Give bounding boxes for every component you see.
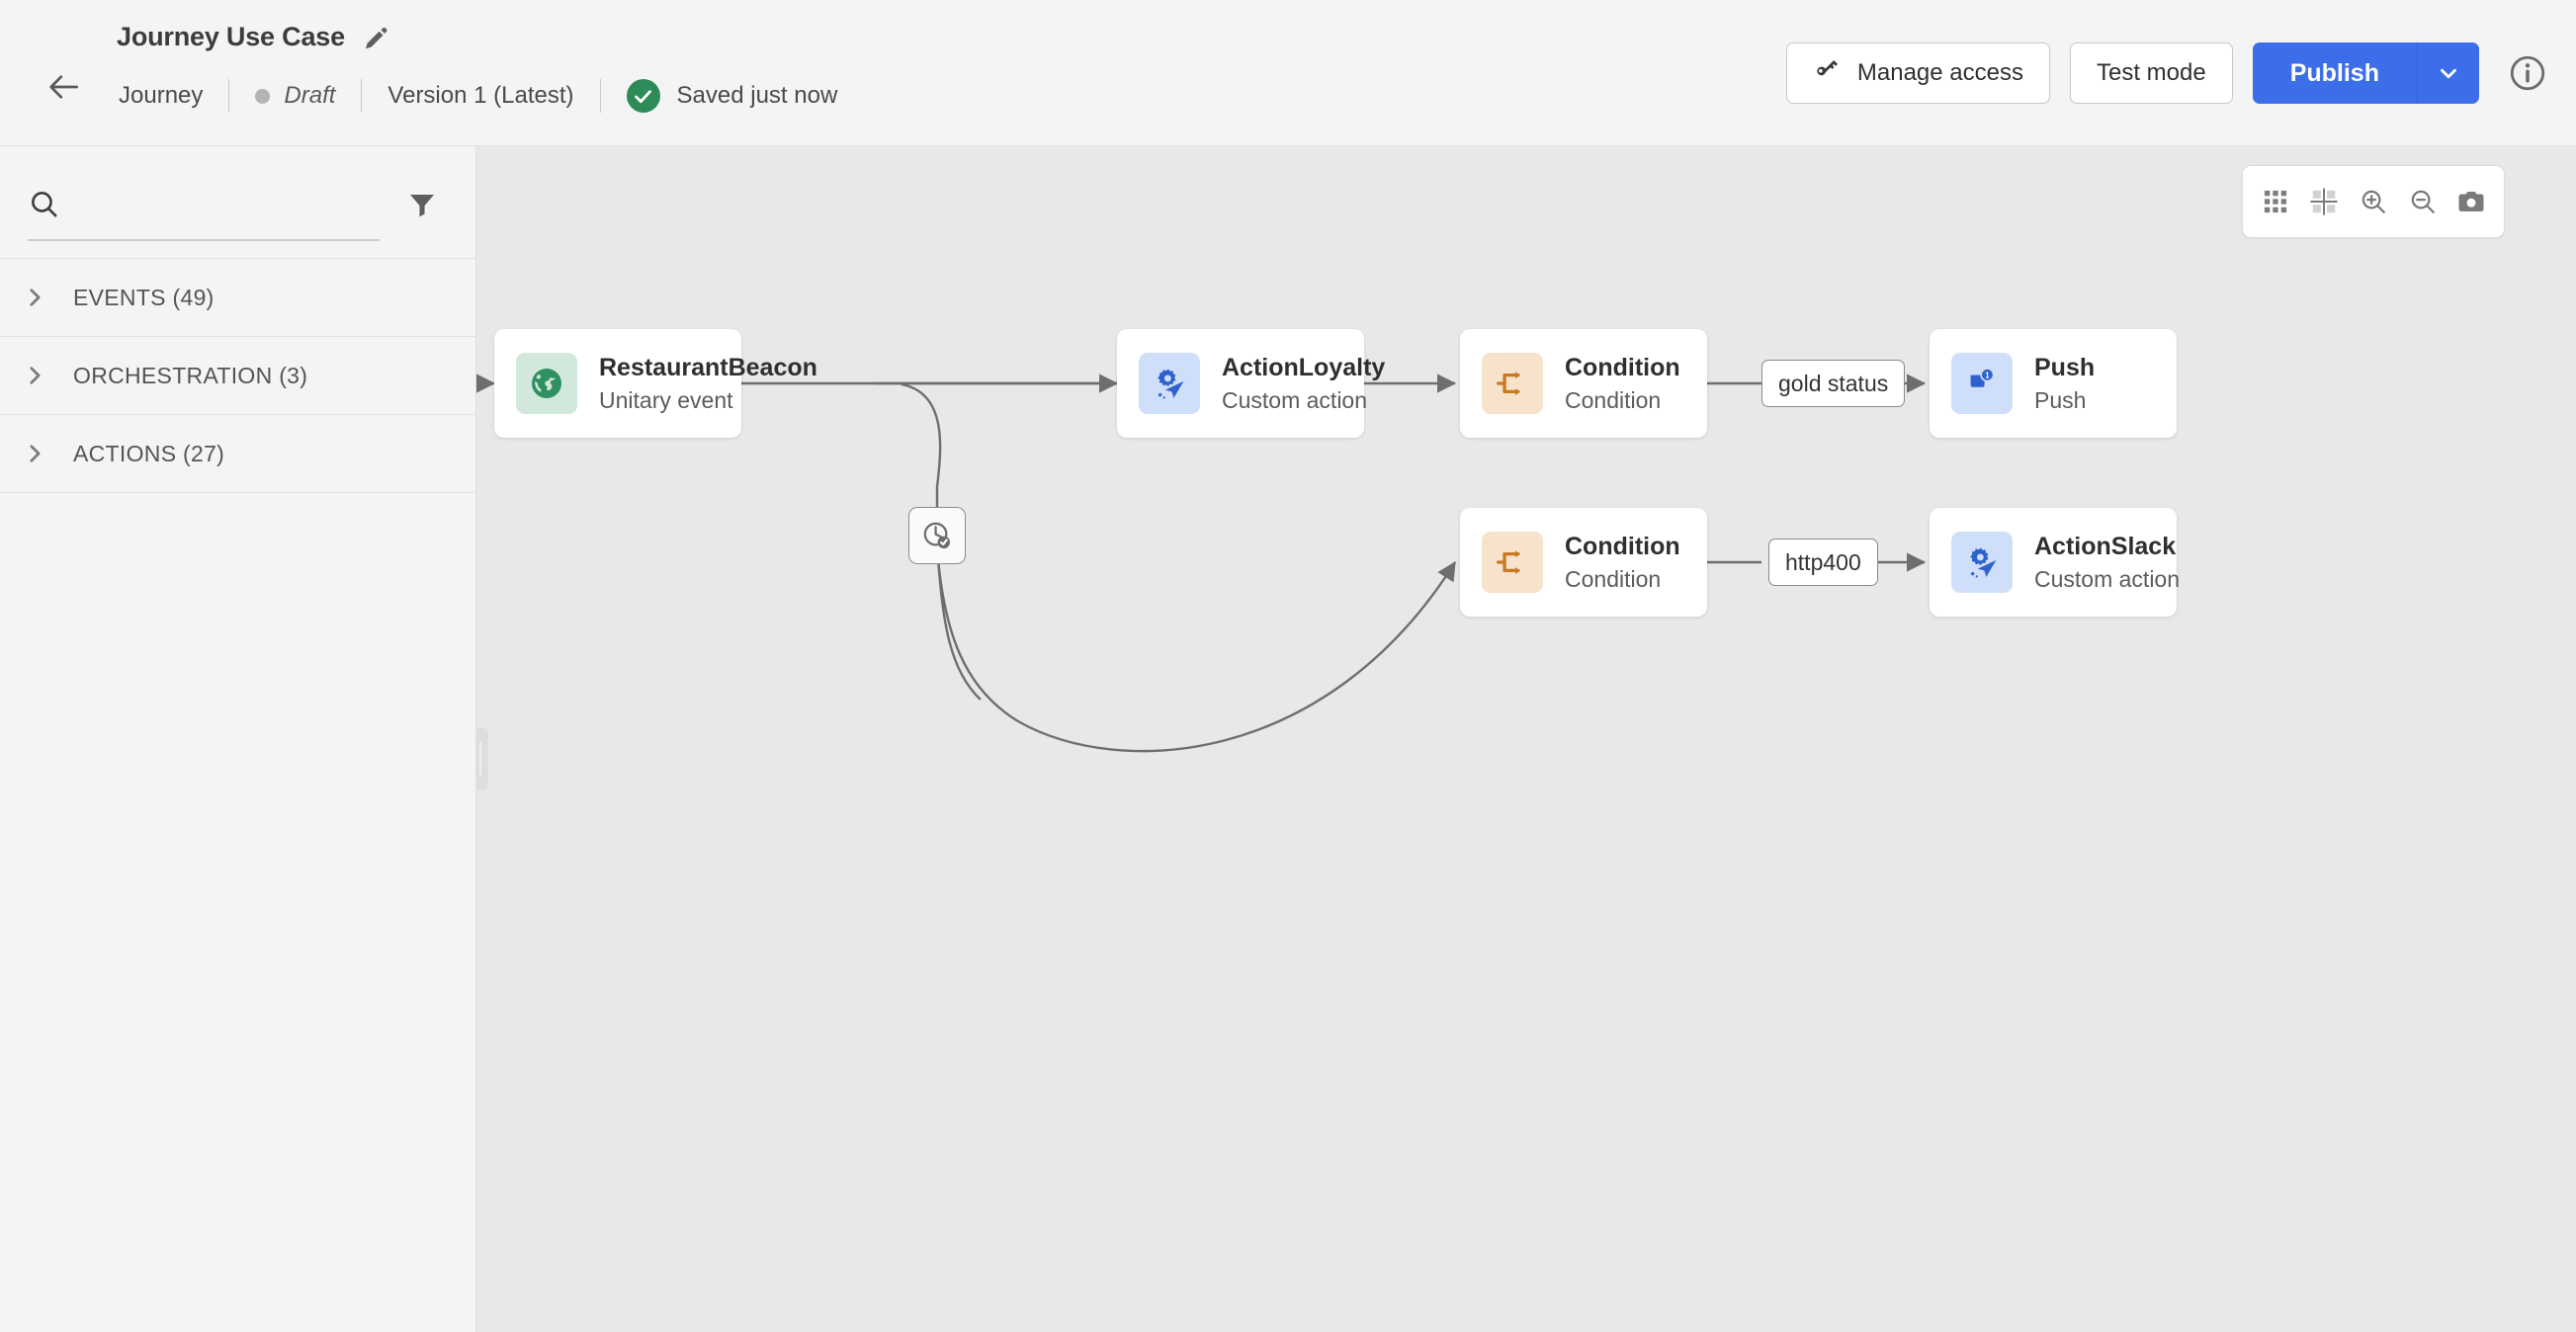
svg-text:1: 1 xyxy=(1985,371,1990,379)
node-title: Condition xyxy=(1565,353,1680,381)
sidebar-item-events[interactable]: EVENTS (49) xyxy=(0,258,476,337)
key-icon xyxy=(1813,55,1842,91)
app-header: Journey Use Case Journey Draft Version 1… xyxy=(0,0,2576,146)
check-circle-icon xyxy=(626,79,660,113)
search-icon xyxy=(28,188,73,220)
gear-send-icon xyxy=(1951,532,2013,593)
sidebar-item-label: ACTIONS (27) xyxy=(73,440,225,466)
zoom-in-icon[interactable] xyxy=(2352,180,2395,223)
node-title: Push xyxy=(2034,353,2096,381)
status-badge: Draft xyxy=(255,82,335,110)
node-subtitle: Custom action xyxy=(2034,565,2181,592)
sidebar-item-label: EVENTS (49) xyxy=(73,284,215,310)
edge-label-text: gold status xyxy=(1778,370,1889,396)
version-label: Version 1 (Latest) xyxy=(387,82,574,109)
test-mode-label: Test mode xyxy=(2096,59,2206,86)
push-notification-icon: 1 xyxy=(1951,353,2013,414)
node-subtitle: Unitary event xyxy=(599,386,733,413)
sidebar-item-actions[interactable]: ACTIONS (27) xyxy=(0,414,476,493)
arrow-left-icon xyxy=(49,75,79,99)
chevron-right-icon xyxy=(30,367,41,384)
branch-icon xyxy=(1482,353,1543,414)
node-condition-bottom[interactable]: Condition Condition xyxy=(1460,508,1707,617)
sidebar-sections: EVENTS (49) ORCHESTRATION (3) ACTIONS (2… xyxy=(0,258,476,493)
status-dot xyxy=(255,88,271,104)
saved-label: Saved just now xyxy=(676,82,838,109)
edge-label-text: http400 xyxy=(1785,548,1861,575)
chevron-right-icon xyxy=(30,289,41,306)
sidebar-item-label: ORCHESTRATION (3) xyxy=(73,362,308,388)
status-label: Draft xyxy=(284,82,336,109)
node-title: Condition xyxy=(1565,532,1680,560)
left-sidebar: EVENTS (49) ORCHESTRATION (3) ACTIONS (2… xyxy=(0,146,476,1332)
fit-to-screen-icon[interactable] xyxy=(2302,180,2346,223)
branch-icon xyxy=(1482,532,1543,593)
node-title: ActionSlack xyxy=(2034,532,2177,560)
node-action-slack[interactable]: ActionSlack Custom action xyxy=(1930,508,2181,617)
node-subtitle: Push xyxy=(2034,386,2087,413)
chevron-right-icon xyxy=(30,445,41,462)
sidebar-item-orchestration[interactable]: ORCHESTRATION (3) xyxy=(0,336,476,415)
manage-access-button[interactable]: Manage access xyxy=(1785,42,2050,104)
divider xyxy=(599,79,601,113)
node-condition-top[interactable]: Condition Condition xyxy=(1460,329,1707,438)
divider xyxy=(361,79,363,113)
panel-resize-handle[interactable] xyxy=(476,727,488,791)
page-title: Journey Use Case xyxy=(117,22,345,51)
node-title: RestaurantBeacon xyxy=(599,353,817,381)
node-subtitle: Condition xyxy=(1565,565,1662,592)
node-action-loyalty[interactable]: ActionLoyalty Custom action xyxy=(1117,329,1385,438)
edge-label-gold-status[interactable]: gold status xyxy=(1761,360,1906,407)
node-title: ActionLoyalty xyxy=(1222,353,1386,381)
publish-button[interactable]: Publish xyxy=(2252,42,2418,104)
canvas-toolbar xyxy=(2242,165,2505,238)
grid-icon[interactable] xyxy=(2254,180,2297,223)
chevron-down-icon xyxy=(2441,68,2456,79)
globe-icon xyxy=(516,353,577,414)
gear-send-icon xyxy=(1139,353,1200,414)
flow-edges xyxy=(476,374,1927,753)
header-actions: Manage access Test mode Publish xyxy=(1785,42,2548,104)
node-restaurant-beacon[interactable]: RestaurantBeacon Unitary event xyxy=(494,329,817,438)
publish-button-group: Publish xyxy=(2252,42,2479,104)
meta-row: Journey Draft Version 1 (Latest) Saved j… xyxy=(119,75,837,117)
title-row: Journey Use Case xyxy=(117,22,390,52)
clock-check-icon xyxy=(923,522,951,549)
node-subtitle: Custom action xyxy=(1222,386,1368,413)
back-button[interactable] xyxy=(35,57,94,117)
info-circle-icon[interactable] xyxy=(2507,52,2548,94)
search-input[interactable] xyxy=(73,174,380,233)
saved-status: Saved just now xyxy=(626,79,838,113)
edge-label-http400[interactable]: http400 xyxy=(1768,539,1878,586)
journey-type-label: Journey xyxy=(119,82,204,109)
camera-icon[interactable] xyxy=(2449,180,2493,223)
test-mode-button[interactable]: Test mode xyxy=(2069,42,2233,104)
journey-canvas[interactable]: RestaurantBeacon Unitary event ActionLoy… xyxy=(476,146,2576,1332)
node-push[interactable]: 1 Push Push xyxy=(1930,329,2177,438)
zoom-out-icon[interactable] xyxy=(2401,180,2445,223)
node-subtitle: Condition xyxy=(1565,386,1662,413)
search-row xyxy=(0,168,476,259)
timer-chip[interactable] xyxy=(908,507,966,564)
manage-access-label: Manage access xyxy=(1856,59,2023,86)
publish-dropdown-button[interactable] xyxy=(2418,42,2479,104)
filter-icon[interactable] xyxy=(395,168,449,241)
publish-label: Publish xyxy=(2289,58,2379,87)
search-field[interactable] xyxy=(28,168,380,241)
divider xyxy=(228,79,230,113)
pencil-icon[interactable] xyxy=(361,23,390,52)
